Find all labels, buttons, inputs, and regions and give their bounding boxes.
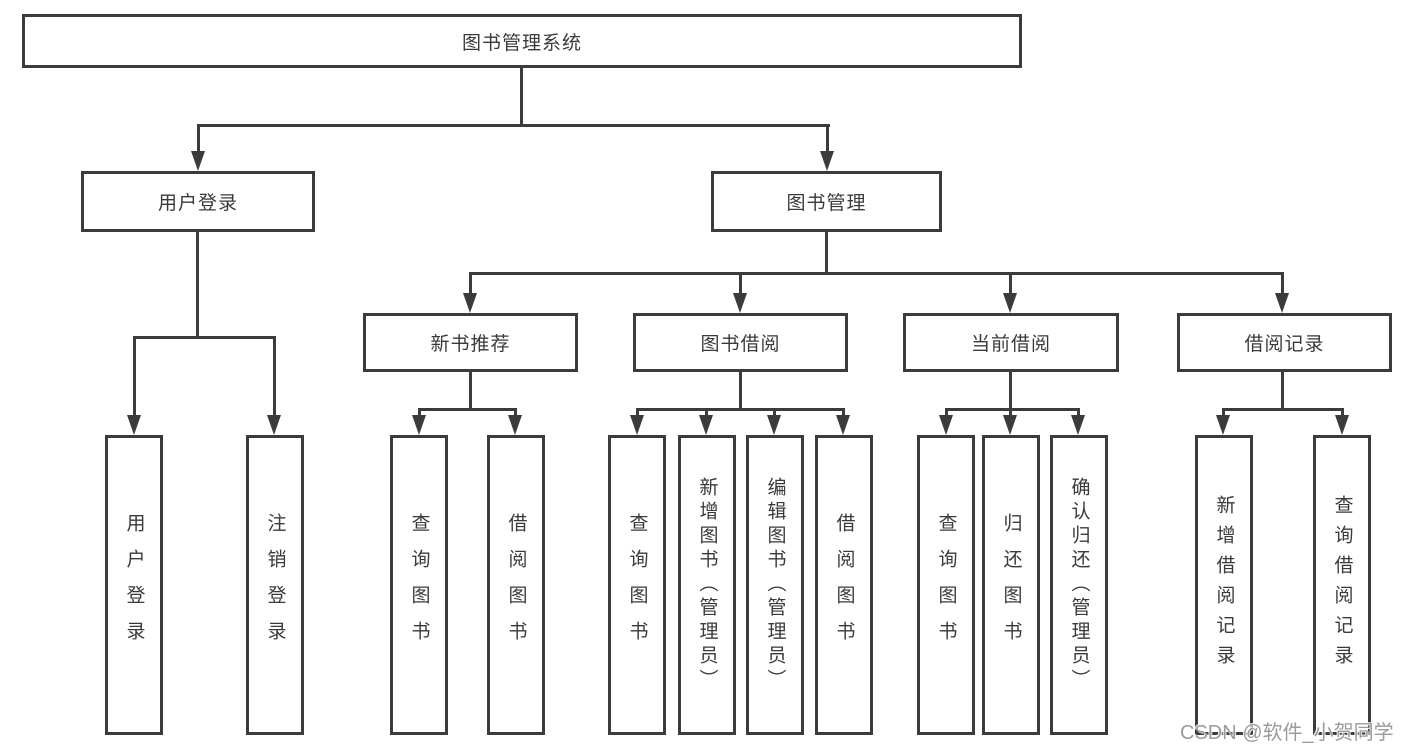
node-current-borrowing: 当前借阅 xyxy=(903,313,1119,372)
connector-line xyxy=(1009,372,1012,408)
arrow-down-icon xyxy=(630,415,644,435)
node-label: 当前借阅 xyxy=(970,334,1051,355)
watermark: CSDN @软件_小贺同学 xyxy=(1180,722,1394,744)
leaf-confirm-return-admin: 确认归还（管理员） xyxy=(1050,435,1108,735)
leaf-add-borrow-record: 新增借阅记录 xyxy=(1195,435,1253,735)
arrow-down-icon xyxy=(1003,415,1017,435)
connector-line xyxy=(636,408,639,415)
arrow-down-icon xyxy=(267,415,281,435)
connector-line xyxy=(825,232,828,272)
arrow-down-icon xyxy=(127,415,141,435)
arrow-down-icon xyxy=(1335,415,1349,435)
arrow-down-icon xyxy=(191,151,205,171)
node-label: 图书借阅 xyxy=(700,334,781,355)
node-new-book-recommendation: 新书推荐 xyxy=(363,313,578,372)
leaf-label: 用户登录 xyxy=(123,513,145,657)
arrow-down-icon xyxy=(463,293,477,313)
connector-line xyxy=(197,124,830,127)
leaf-label: 借阅图书 xyxy=(833,513,855,657)
connector-line xyxy=(1009,272,1012,293)
leaf-edit-book-admin: 编辑图书（管理员） xyxy=(746,435,804,735)
leaf-return-book: 归还图书 xyxy=(982,435,1040,735)
arrow-down-icon xyxy=(767,415,781,435)
leaf-label: 新增图书（管理员） xyxy=(696,477,718,693)
arrow-down-icon xyxy=(820,151,834,171)
node-user-login: 用户登录 xyxy=(81,171,315,232)
node-label: 图书管理 xyxy=(786,193,867,214)
connector-line xyxy=(842,408,845,415)
arrow-down-icon xyxy=(699,415,713,435)
connector-line xyxy=(133,336,136,415)
leaf-borrow-books-recommend: 借阅图书 xyxy=(487,435,545,735)
connector-line xyxy=(514,408,517,415)
connector-line xyxy=(773,408,776,415)
arrow-down-icon xyxy=(508,415,522,435)
connector-line xyxy=(469,272,472,293)
arrow-down-icon xyxy=(1216,415,1230,435)
leaf-label: 借阅图书 xyxy=(505,513,527,657)
arrow-down-icon xyxy=(412,415,426,435)
connector-line xyxy=(945,408,1079,411)
connector-line xyxy=(418,408,421,415)
leaf-search-books-current: 查询图书 xyxy=(917,435,975,735)
arrow-down-icon xyxy=(1275,293,1289,313)
leaf-label: 查询借阅记录 xyxy=(1331,495,1353,675)
leaf-label: 新增借阅记录 xyxy=(1213,495,1235,675)
connector-line xyxy=(1281,272,1284,293)
connector-line xyxy=(705,408,708,415)
connector-line xyxy=(196,232,199,336)
connector-line xyxy=(1009,408,1012,415)
leaf-user-login: 用户登录 xyxy=(105,435,163,735)
node-book-borrowing: 图书借阅 xyxy=(633,313,848,372)
leaf-label: 查询图书 xyxy=(408,513,430,657)
leaf-search-borrow-record: 查询借阅记录 xyxy=(1313,435,1371,735)
connector-line xyxy=(1222,408,1225,415)
connector-line xyxy=(636,408,844,411)
leaf-search-books-borrow: 查询图书 xyxy=(608,435,666,735)
connector-line xyxy=(1222,408,1343,411)
connector-line xyxy=(739,372,742,408)
connector-line xyxy=(133,336,275,339)
connector-line xyxy=(739,272,742,293)
leaf-label: 查询图书 xyxy=(935,513,957,657)
connector-line xyxy=(1341,408,1344,415)
connector-line xyxy=(520,68,523,124)
leaf-borrow-books: 借阅图书 xyxy=(815,435,873,735)
connector-line xyxy=(1077,408,1080,415)
arrow-down-icon xyxy=(733,293,747,313)
connector-line xyxy=(469,272,1284,275)
leaf-search-books-recommend: 查询图书 xyxy=(390,435,448,735)
leaf-label: 归还图书 xyxy=(1000,513,1022,657)
arrow-down-icon xyxy=(1071,415,1085,435)
node-borrowing-records: 借阅记录 xyxy=(1177,313,1392,372)
leaf-add-book-admin: 新增图书（管理员） xyxy=(678,435,736,735)
arrow-down-icon xyxy=(836,415,850,435)
connector-line xyxy=(945,408,948,415)
connector-line xyxy=(418,408,516,411)
node-label: 新书推荐 xyxy=(430,334,511,355)
connector-line xyxy=(469,372,472,408)
connector-line xyxy=(197,124,200,151)
connector-line xyxy=(273,336,276,415)
leaf-label: 编辑图书（管理员） xyxy=(764,477,786,693)
arrow-down-icon xyxy=(939,415,953,435)
connector-line xyxy=(1281,372,1284,408)
node-label: 图书管理系统 xyxy=(461,32,582,54)
leaf-label: 查询图书 xyxy=(626,513,648,657)
arrow-down-icon xyxy=(1003,293,1017,313)
leaf-label: 确认归还（管理员） xyxy=(1068,477,1090,693)
node-label: 借阅记录 xyxy=(1244,334,1325,355)
node-library-management-system: 图书管理系统 xyxy=(22,14,1022,68)
node-label: 用户登录 xyxy=(157,193,238,214)
node-book-management: 图书管理 xyxy=(711,171,942,232)
connector-line xyxy=(826,124,829,151)
leaf-logout: 注销登录 xyxy=(246,435,304,735)
leaf-label: 注销登录 xyxy=(264,513,286,657)
